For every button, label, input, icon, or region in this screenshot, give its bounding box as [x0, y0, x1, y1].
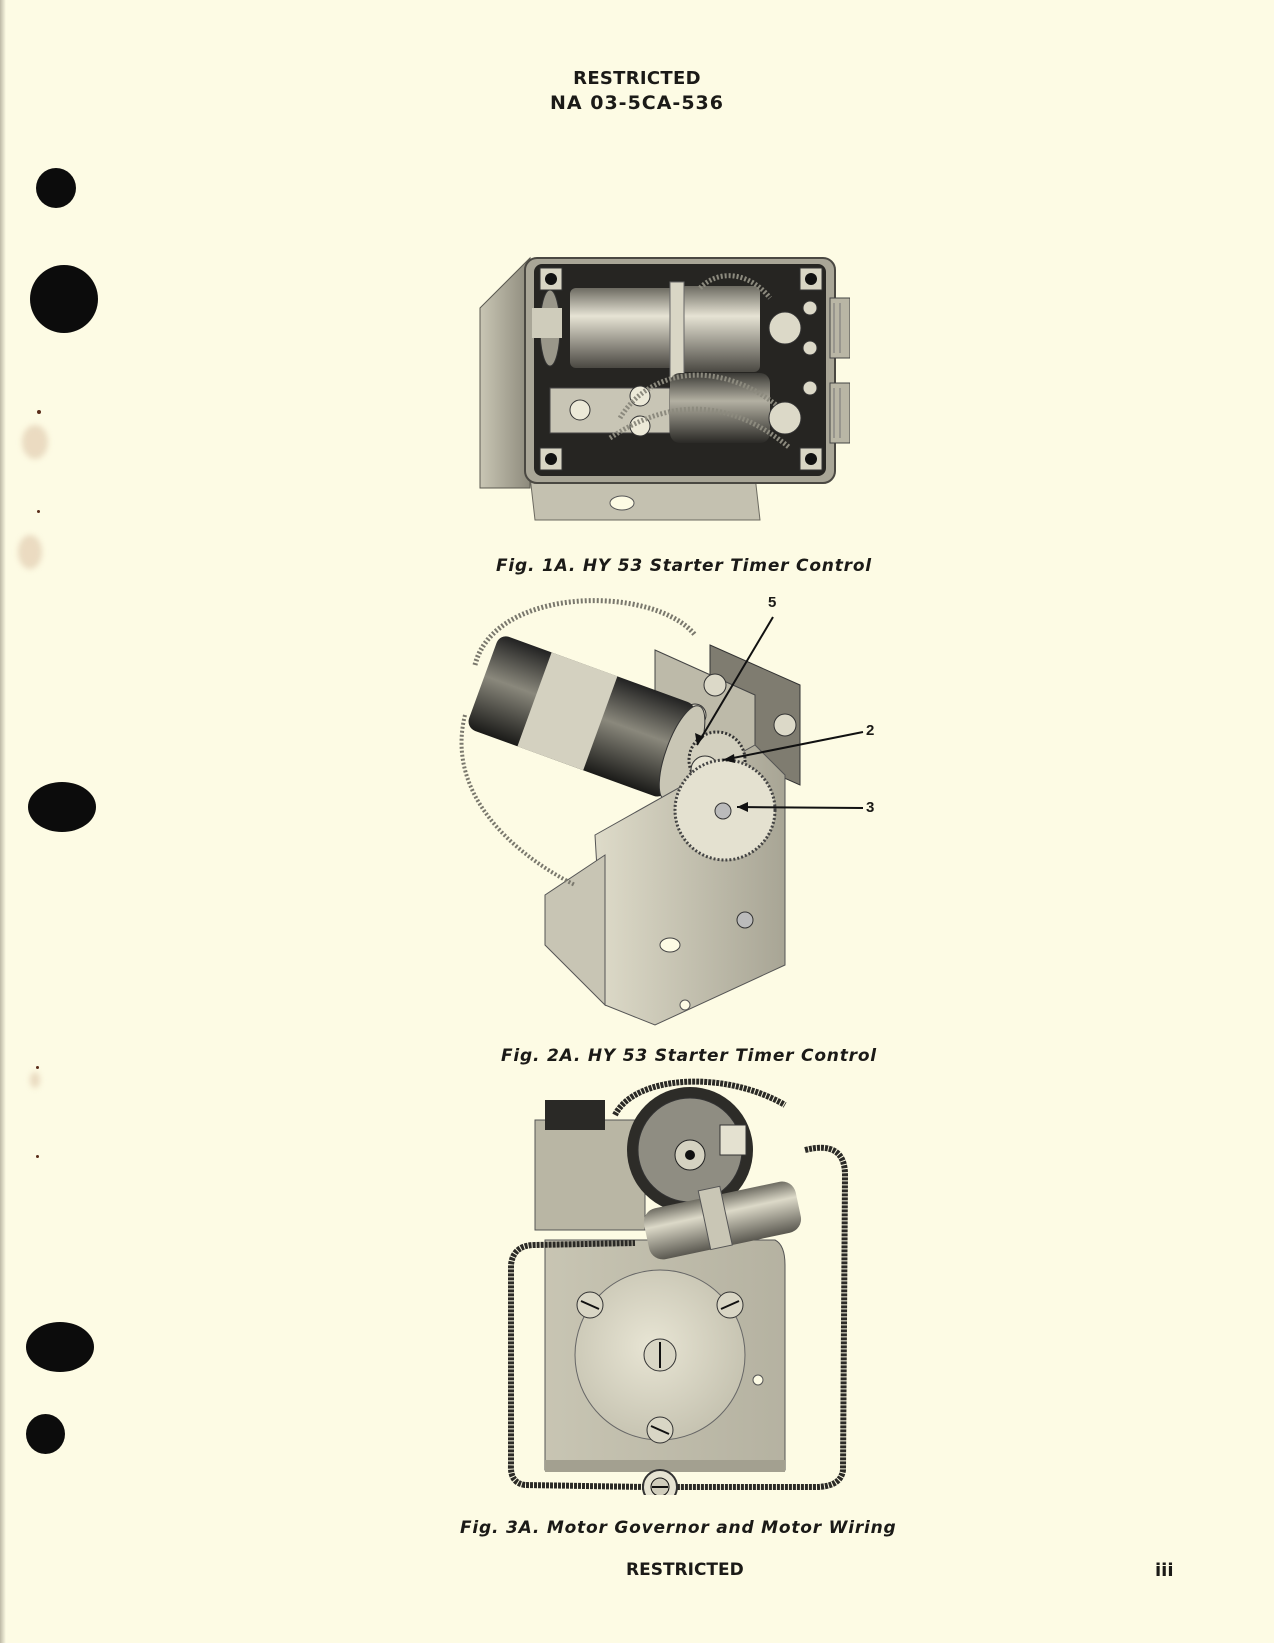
binding-hole	[28, 782, 96, 832]
binding-hole	[36, 168, 76, 208]
binding-hole	[30, 265, 98, 333]
figure-1a-image	[470, 248, 851, 528]
document-number: NA 03-5CA-536	[550, 92, 724, 114]
callout-2: 2	[866, 722, 875, 739]
figure-3a-caption: Fig. 3A. Motor Governor and Motor Wiring	[460, 1518, 897, 1538]
figure-1a-caption: Fig. 1A. HY 53 Starter Timer Control	[496, 556, 872, 576]
paper-stain	[18, 535, 42, 569]
header-classification: RESTRICTED	[573, 68, 701, 89]
figure-3a-image	[505, 1075, 865, 1505]
motor-gear-assembly-illustration	[459, 598, 864, 1026]
paper-speck	[36, 1155, 39, 1158]
paper-speck	[37, 510, 40, 513]
figure-2a-image	[455, 595, 875, 1035]
paper-speck	[36, 1066, 39, 1069]
callout-5: 5	[768, 594, 777, 611]
footer-classification: RESTRICTED	[626, 1560, 744, 1580]
binding-hole	[26, 1322, 94, 1372]
motor-governor-wiring-illustration	[507, 1078, 849, 1505]
paper-stain	[22, 425, 48, 459]
callout-3: 3	[866, 799, 875, 816]
paper-speck	[37, 410, 41, 414]
page-number: iii	[1155, 1560, 1174, 1581]
binding-hole	[26, 1414, 65, 1454]
page-edge-shadow	[0, 0, 6, 1643]
paper-stain	[30, 1072, 40, 1088]
starter-timer-enclosure-illustration	[479, 256, 851, 521]
figure-2a-caption: Fig. 2A. HY 53 Starter Timer Control	[501, 1046, 877, 1066]
